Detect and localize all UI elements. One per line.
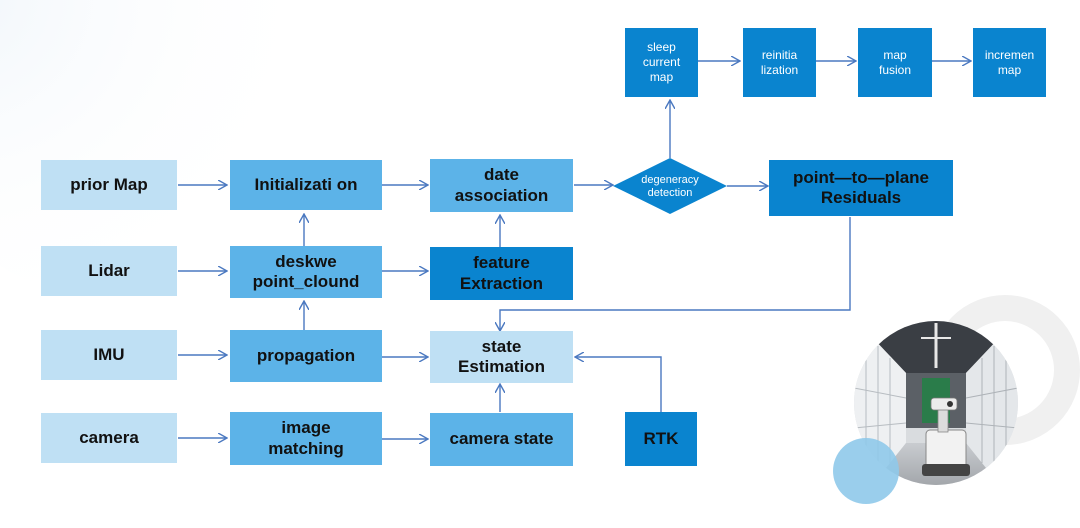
prior-map-label: prior Map bbox=[70, 174, 148, 194]
lidar-label: Lidar bbox=[88, 260, 130, 280]
camera-label: camera bbox=[79, 427, 139, 447]
state-estimation-label: state Estimation bbox=[458, 336, 545, 376]
initialization-box: Initializati on bbox=[230, 160, 382, 210]
sleep-current-map-label: sleep current map bbox=[642, 40, 681, 84]
image-matching-label: image matching bbox=[268, 418, 344, 458]
increment-map-label: incremen map bbox=[984, 47, 1035, 77]
date-association-label: date association bbox=[454, 165, 549, 205]
date-association-box: date association bbox=[430, 159, 573, 212]
residuals-label: point—to—plane Residuals bbox=[793, 167, 929, 207]
reinitialization-box: reinitia lization bbox=[743, 28, 816, 97]
lidar-box: Lidar bbox=[41, 246, 177, 296]
degeneracy-diamond bbox=[613, 158, 727, 214]
feature-extraction-label: feature Extraction bbox=[459, 253, 544, 293]
degeneracy-detection-label: degeneracy detection bbox=[641, 173, 699, 199]
camera-box: camera bbox=[41, 413, 177, 463]
robot-illustration bbox=[833, 321, 1018, 504]
map-fusion-box: map fusion bbox=[858, 28, 932, 97]
rtk-label: RTK bbox=[643, 428, 679, 448]
camera-state-box: camera state bbox=[430, 413, 573, 466]
propagation-box: propagation bbox=[230, 330, 382, 382]
residuals-box: point—to—plane Residuals bbox=[769, 160, 953, 216]
feature-extraction-box: feature Extraction bbox=[430, 247, 573, 300]
propagation-label: propagation bbox=[256, 345, 356, 365]
deskew-label: deskwe point_clound bbox=[252, 251, 360, 291]
state-estimation-box: state Estimation bbox=[430, 331, 573, 383]
map-fusion-label: map fusion bbox=[878, 47, 912, 77]
initialization-label: Initializati on bbox=[254, 174, 358, 194]
imu-label: IMU bbox=[93, 344, 125, 364]
reinitialization-label: reinitia lization bbox=[760, 47, 799, 77]
prior-map-box: prior Map bbox=[41, 160, 177, 210]
camera-state-label: camera state bbox=[449, 429, 554, 449]
imu-box: IMU bbox=[41, 330, 177, 380]
image-matching-box: image matching bbox=[230, 412, 382, 465]
increment-map-box: incremen map bbox=[973, 28, 1046, 97]
sleep-current-map-box: sleep current map bbox=[625, 28, 698, 97]
rtk-box: RTK bbox=[625, 412, 697, 466]
deskew-box: deskwe point_clound bbox=[230, 246, 382, 298]
